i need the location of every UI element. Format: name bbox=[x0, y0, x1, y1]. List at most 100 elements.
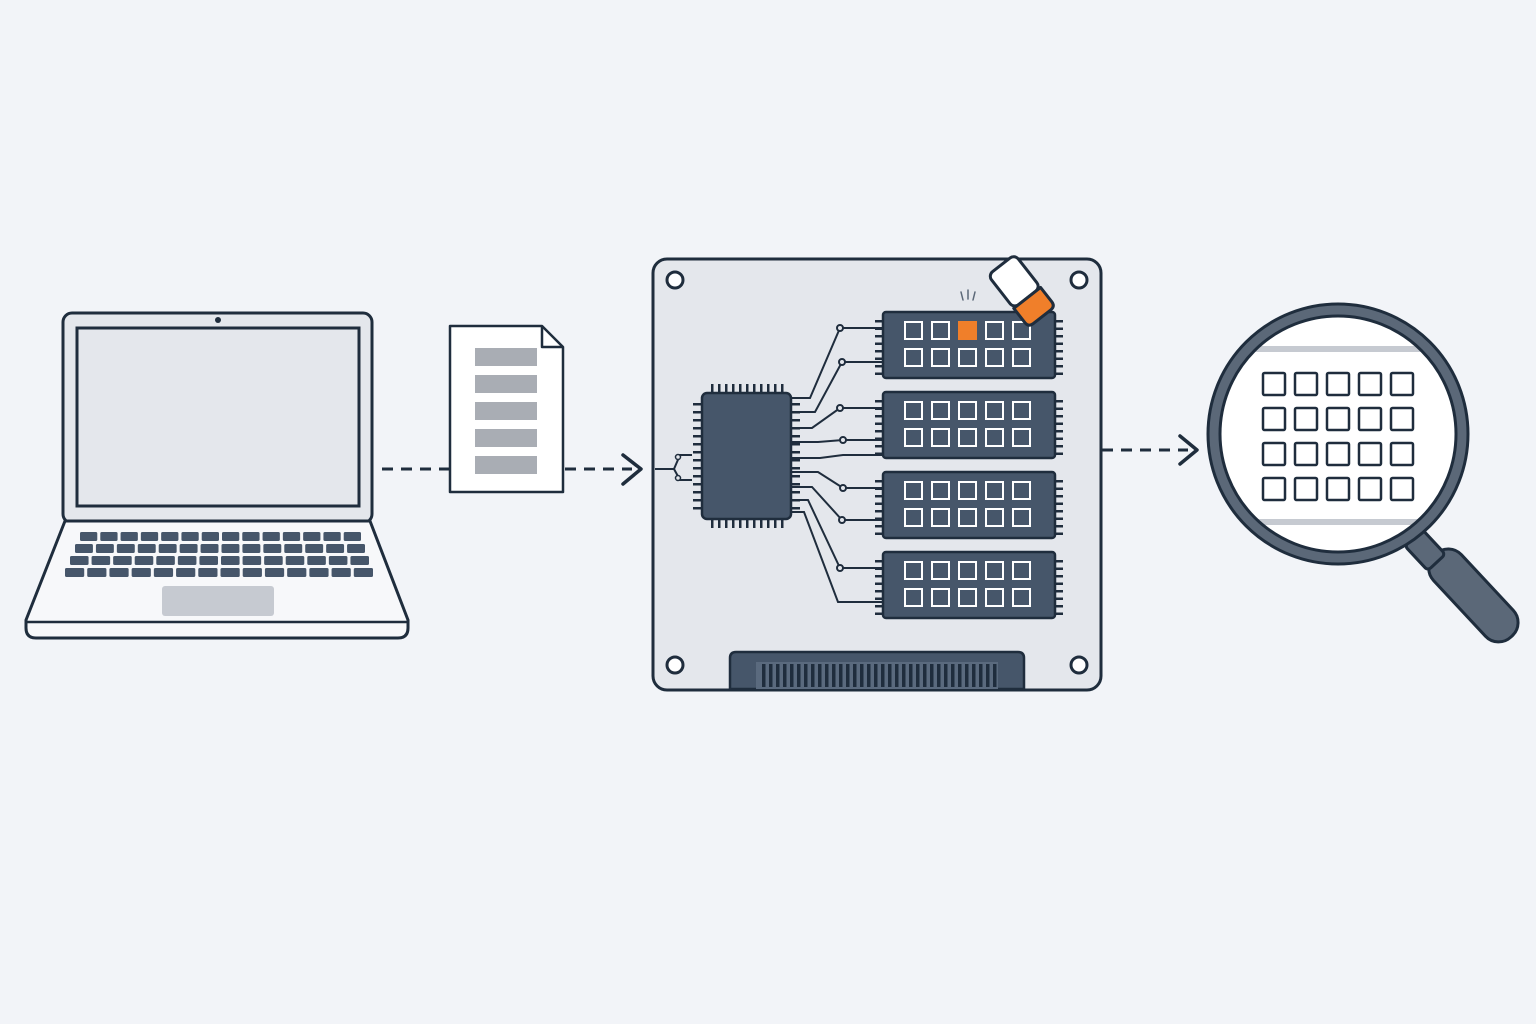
laptop-icon bbox=[24, 311, 410, 640]
keyboard-key bbox=[137, 544, 156, 553]
magnified-cell bbox=[1261, 371, 1287, 397]
memory-cell bbox=[985, 481, 1004, 500]
magnified-cell bbox=[1261, 441, 1287, 467]
module-pin bbox=[875, 567, 884, 570]
document-fold bbox=[540, 326, 563, 349]
keyboard-key bbox=[323, 532, 341, 541]
keyboard-key bbox=[113, 556, 132, 565]
keyboard-key bbox=[100, 532, 118, 541]
memory-cell bbox=[904, 561, 923, 580]
chip-pin bbox=[774, 519, 777, 528]
keyboard-key bbox=[242, 544, 261, 553]
chip-pin bbox=[767, 384, 770, 393]
keyboard-key bbox=[158, 544, 177, 553]
connector-pin bbox=[965, 664, 969, 687]
controller-chip bbox=[693, 384, 800, 528]
laptop-touchpad bbox=[162, 586, 274, 616]
module-pin bbox=[875, 487, 884, 490]
magnified-cell bbox=[1357, 406, 1383, 432]
module-pin bbox=[875, 532, 884, 535]
module-pin bbox=[1054, 372, 1063, 375]
keyboard-key bbox=[109, 568, 129, 577]
module-pin bbox=[875, 575, 884, 578]
module-pin bbox=[1054, 597, 1063, 600]
trace-via bbox=[836, 564, 844, 572]
chip-pin bbox=[746, 384, 749, 393]
chip-pin bbox=[718, 519, 721, 528]
module-pin bbox=[875, 437, 884, 440]
keyboard-key bbox=[242, 568, 262, 577]
module-pin bbox=[1054, 517, 1063, 520]
chip-pin bbox=[767, 519, 770, 528]
keyboard-key bbox=[120, 532, 138, 541]
arrow-board-to-magnifier bbox=[1102, 434, 1199, 466]
chip-pin bbox=[693, 491, 702, 494]
keyboard-key bbox=[134, 556, 154, 565]
keyboard-key bbox=[181, 532, 199, 541]
keyboard-key bbox=[220, 568, 240, 577]
chip-pin bbox=[693, 403, 702, 406]
module-pin bbox=[1054, 582, 1063, 585]
keyboard-key bbox=[198, 568, 218, 577]
keyboard-key bbox=[201, 532, 219, 541]
magnified-cell bbox=[1389, 371, 1415, 397]
magnified-cell bbox=[1293, 371, 1319, 397]
memory-cell bbox=[985, 428, 1004, 447]
module-pin bbox=[1054, 575, 1063, 578]
magnified-cell bbox=[1261, 406, 1287, 432]
keyboard-key bbox=[262, 532, 280, 541]
chip-pin bbox=[791, 475, 800, 478]
connector-pin bbox=[895, 664, 899, 687]
circuit-trace bbox=[792, 486, 882, 521]
chip-pin bbox=[791, 419, 800, 422]
chip-pin bbox=[791, 435, 800, 438]
keyboard-key bbox=[326, 544, 345, 553]
eraser-orange-tip bbox=[1012, 285, 1055, 327]
memory-cell bbox=[931, 401, 950, 420]
chip-pin bbox=[781, 519, 784, 528]
magnified-cell bbox=[1357, 441, 1383, 467]
memory-cell bbox=[958, 588, 977, 607]
mounting-hole bbox=[665, 655, 685, 675]
circuit-traces bbox=[655, 324, 882, 603]
trace-via bbox=[839, 436, 847, 444]
magnified-cell bbox=[1389, 441, 1415, 467]
trace-via bbox=[674, 474, 682, 482]
magnified-cell bbox=[1325, 441, 1351, 467]
module-pin bbox=[875, 372, 884, 375]
module-pin bbox=[875, 320, 884, 323]
magnified-cell bbox=[1293, 441, 1319, 467]
chip-pin bbox=[693, 419, 702, 422]
module-pin bbox=[875, 525, 884, 528]
connector-pin bbox=[790, 664, 794, 687]
laptop-camera bbox=[215, 317, 221, 323]
module-pin bbox=[875, 422, 884, 425]
connector-pin bbox=[958, 664, 962, 687]
keyboard-key bbox=[309, 568, 329, 577]
chip-pin bbox=[693, 467, 702, 470]
keyboard-key bbox=[282, 532, 301, 541]
keyboard-key bbox=[140, 532, 159, 541]
memory-cell bbox=[931, 561, 950, 580]
connector-pin bbox=[769, 664, 773, 687]
magnified-cell bbox=[1325, 406, 1351, 432]
chip-pins bbox=[693, 384, 800, 528]
module-pin bbox=[1054, 415, 1063, 418]
keyboard-key bbox=[222, 532, 240, 541]
connector-pin bbox=[839, 664, 843, 687]
document-text-bar bbox=[475, 429, 537, 447]
module-pin bbox=[1054, 532, 1063, 535]
chip-pin bbox=[791, 499, 800, 502]
chip-pin bbox=[725, 519, 728, 528]
memory-modules bbox=[875, 310, 1063, 620]
document-icon bbox=[448, 324, 565, 494]
module-pin bbox=[875, 327, 884, 330]
connector-pin bbox=[909, 664, 913, 687]
keyboard-key bbox=[284, 544, 303, 553]
module-pin bbox=[1054, 452, 1063, 455]
chip-pin bbox=[693, 475, 702, 478]
document-text-bar bbox=[475, 348, 537, 366]
memory-cell bbox=[1012, 508, 1031, 527]
chip-pin bbox=[693, 507, 702, 510]
